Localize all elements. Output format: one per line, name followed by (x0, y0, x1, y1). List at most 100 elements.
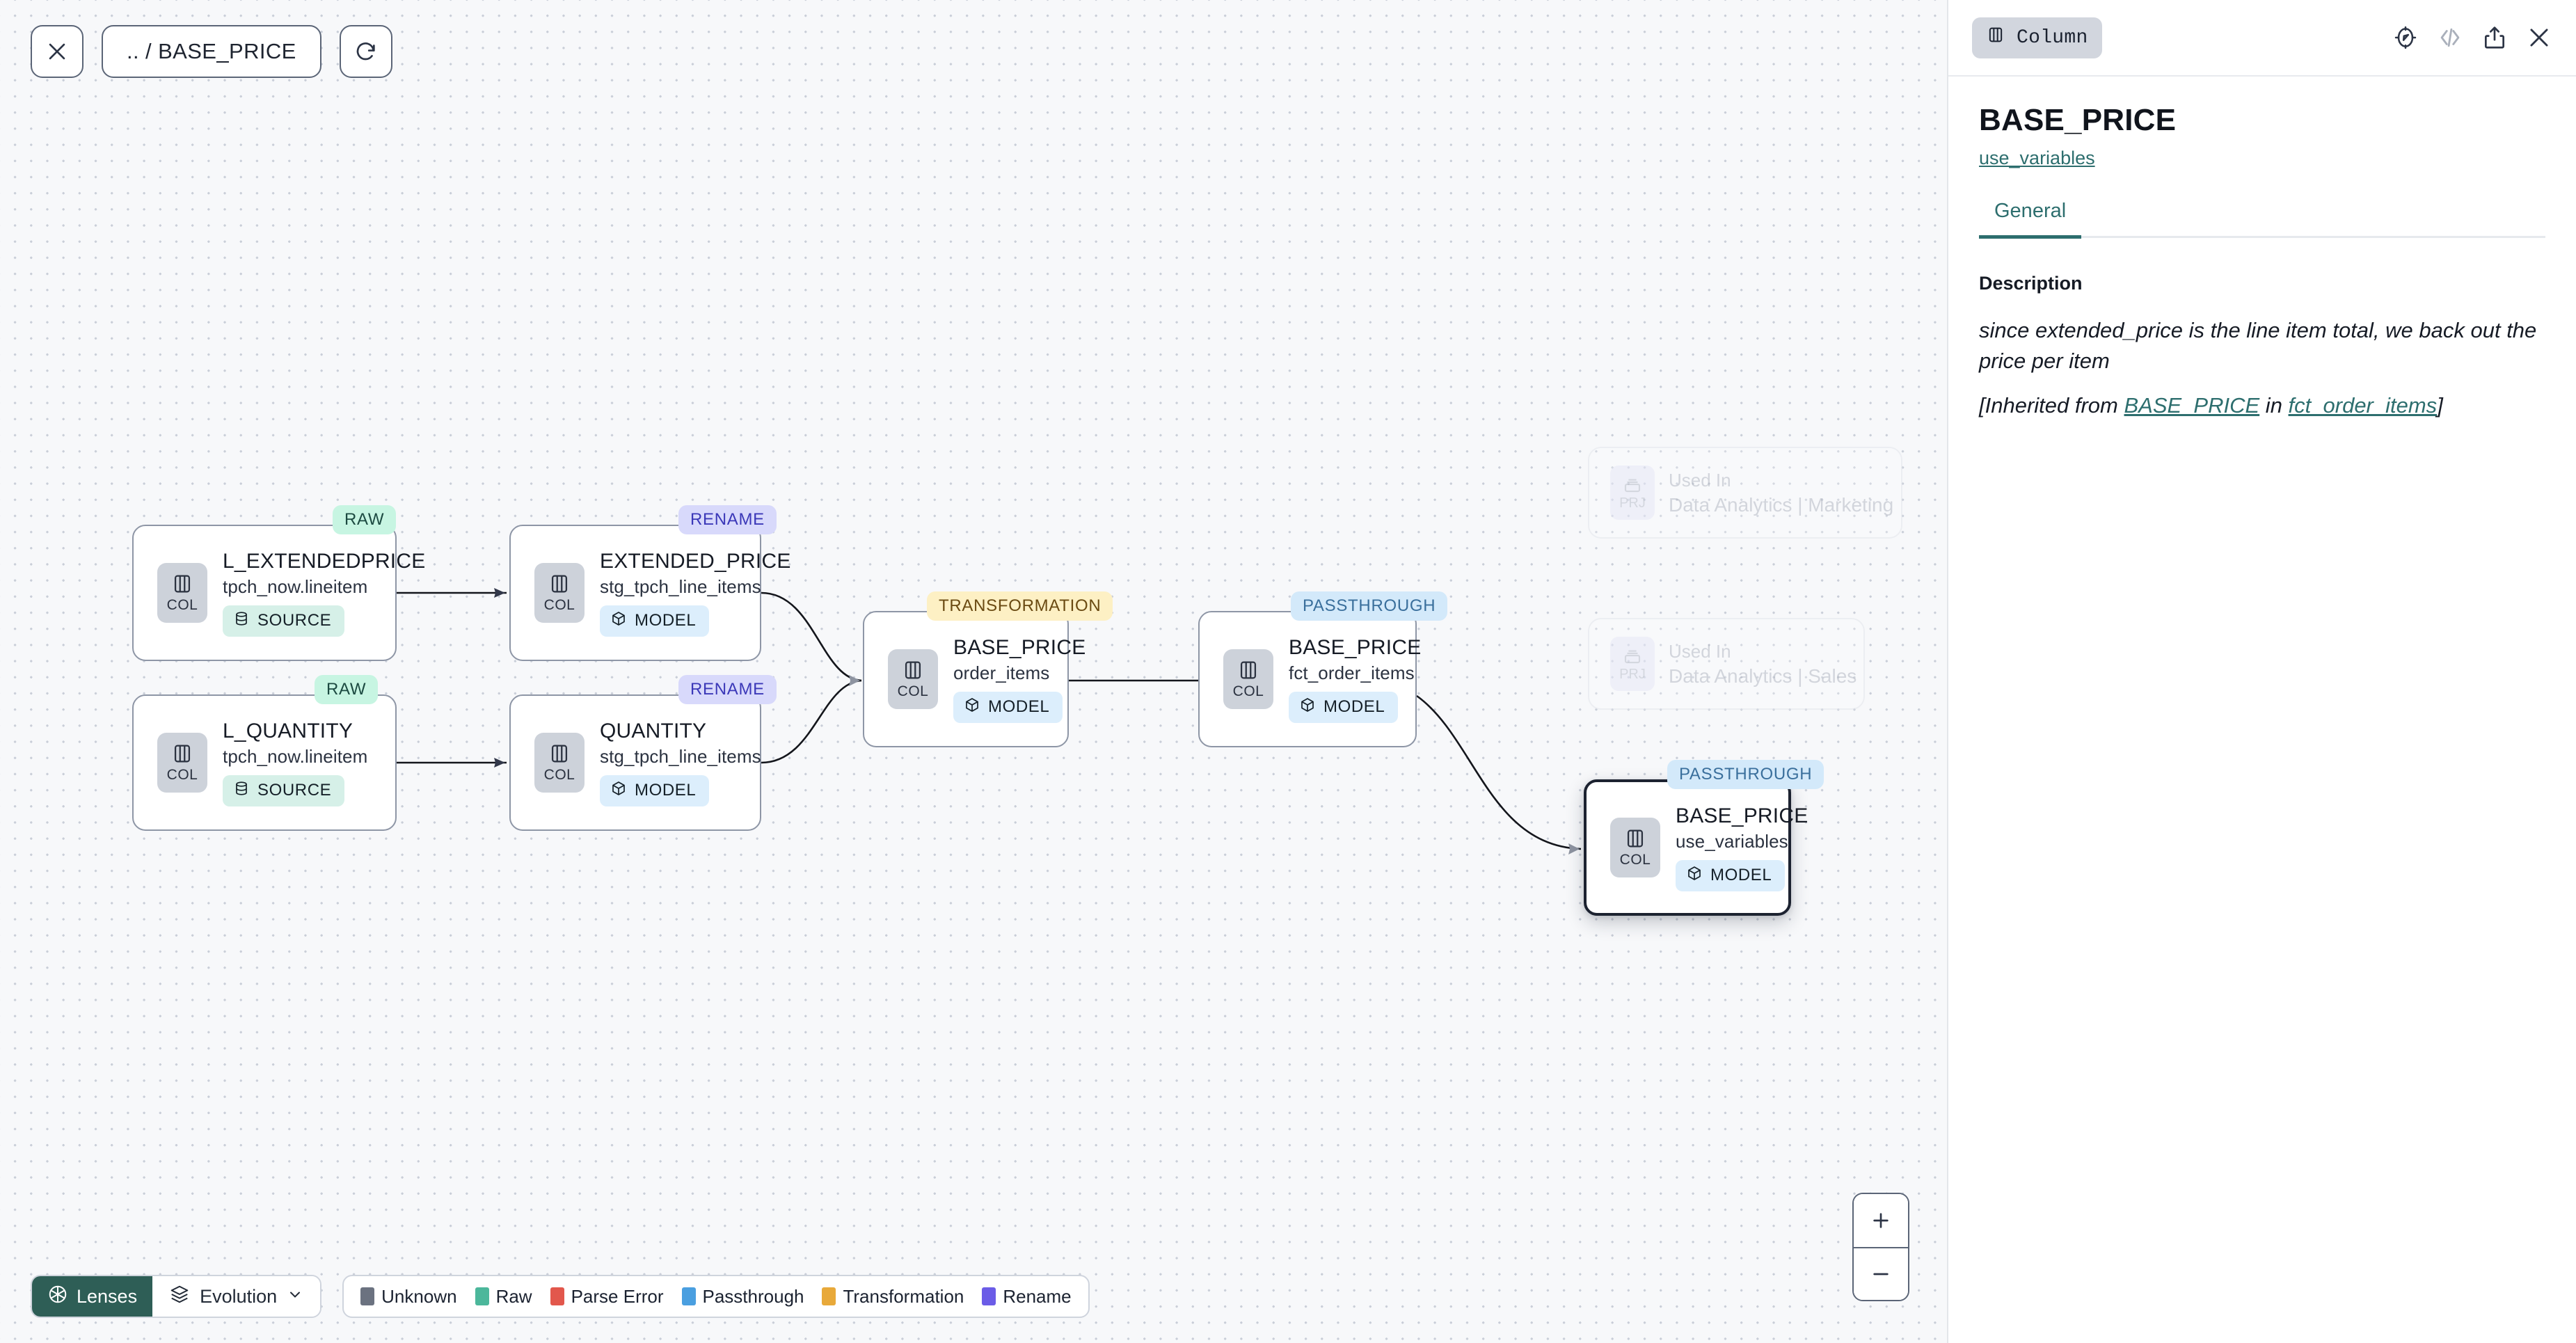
parent-model-link[interactable]: use_variables (1979, 148, 2095, 168)
page-title: BASE_PRICE (1979, 103, 2177, 137)
node-tag-raw: RAW (315, 675, 379, 704)
tab-general[interactable]: General (1979, 200, 2082, 239)
arrowhead-ep (494, 588, 505, 598)
used-in-target: Data Analytics | Sales (1669, 665, 1857, 687)
legend-item-rename: Rename (982, 1285, 1072, 1308)
database-icon (233, 780, 250, 802)
legend-swatch (550, 1287, 564, 1305)
cube-icon (610, 610, 627, 632)
node-badge-model: MODEL (953, 691, 1063, 723)
inherited-column-link[interactable]: BASE_PRICE (2124, 393, 2260, 418)
graph-node-base-price-use-variables[interactable]: COL BASE_PRICE use_variables MODEL (1584, 779, 1808, 916)
legend-swatch (822, 1287, 836, 1305)
column-icon-label: COL (166, 597, 198, 613)
node-badge-label: MODEL (635, 781, 697, 800)
project-icon-label: PRJ (1619, 667, 1646, 682)
column-icon: COL (1223, 649, 1273, 709)
node-badge-model: MODEL (600, 774, 710, 806)
used-in-node-marketing[interactable]: PRJ Used In Data Analytics | Marketing (1588, 447, 1902, 539)
node-subtitle: use_variables (1676, 830, 1788, 852)
canvas-toolbar: .. / BASE_PRICE (31, 25, 392, 78)
panel-tabs: General (1979, 200, 2545, 239)
node-badge-model: MODEL (600, 605, 710, 637)
evolution-label: Evolution (200, 1285, 278, 1307)
graph-node-quantity[interactable]: COL QUANTITY stg_tpch_line_items MODEL (509, 694, 761, 831)
legend-item-transformation: Transformation (822, 1286, 964, 1308)
used-in-target: Data Analytics | Marketing (1669, 493, 1894, 516)
close-icon (45, 40, 69, 63)
graph-node-base-price-order-items[interactable]: COL BASE_PRICE order_items MODEL (863, 611, 1086, 747)
inherited-note: [Inherited from BASE_PRICE in fct_order_… (1979, 393, 2545, 418)
node-subtitle: tpch_now.lineitem (223, 745, 368, 767)
zoom-controls (1852, 1193, 1909, 1301)
cube-icon (1686, 865, 1703, 887)
inherited-suffix: ] (2437, 393, 2443, 418)
legend-label: Rename (1003, 1285, 1072, 1307)
legend-swatch (982, 1287, 996, 1305)
cube-icon (610, 780, 627, 802)
refresh-button[interactable] (339, 25, 392, 78)
zoom-in-button[interactable] (1854, 1194, 1908, 1247)
legend-swatch (475, 1287, 489, 1305)
node-badge-label: SOURCE (257, 611, 332, 630)
node-tag-rename: RENAME (678, 675, 777, 704)
node-badge-model: MODEL (1289, 691, 1399, 723)
column-icon-label: COL (897, 683, 929, 699)
graph-node-l-quantity[interactable]: COL L_QUANTITY tpch_now.lineitem SOURCE (132, 694, 397, 831)
used-in-label: Used In (1669, 469, 1731, 491)
edge-fct-uv (1416, 694, 1582, 850)
graph-node-extended-price[interactable]: COL EXTENDED_PRICE stg_tpch_line_items M… (509, 525, 790, 661)
close-canvas-button[interactable] (31, 25, 84, 78)
lenses-button[interactable]: Lenses (32, 1276, 153, 1317)
column-icon: COL (157, 733, 207, 793)
graph-node-base-price-fct-order-items[interactable]: COL BASE_PRICE fct_order_items MODEL (1198, 611, 1421, 747)
used-in-node-sales[interactable]: PRJ Used In Data Analytics | Sales (1588, 618, 1865, 710)
node-subtitle: fct_order_items (1289, 662, 1415, 683)
code-icon[interactable] (2437, 24, 2463, 51)
evolution-dropdown[interactable]: Evolution (152, 1276, 321, 1317)
compass-icon[interactable] (2392, 24, 2419, 51)
node-badge-label: MODEL (1323, 697, 1385, 717)
breadcrumb-button[interactable]: .. / BASE_PRICE (102, 25, 321, 78)
node-title: QUANTITY (600, 720, 707, 743)
edge-q-bp (761, 679, 862, 764)
node-tag-transformation: TRANSFORMATION (927, 591, 1113, 621)
node-badge-source: SOURCE (223, 774, 345, 806)
inherited-prefix: [Inherited from (1979, 393, 2124, 418)
lineage-canvas[interactable]: .. / BASE_PRICE PRJ Used In (0, 0, 1947, 1343)
description-text: since extended_price is the line item to… (1979, 318, 2537, 374)
column-icon-label: COL (1619, 852, 1651, 868)
share-icon[interactable] (2481, 24, 2508, 51)
column-icon-label: COL (166, 767, 198, 783)
legend-item-parse-error: Parse Error (550, 1286, 664, 1308)
layers-icon (169, 1284, 190, 1310)
node-subtitle: stg_tpch_line_items (600, 745, 761, 767)
refresh-icon (354, 40, 378, 63)
node-tag-passthrough: PASSTHROUGH (1291, 591, 1448, 621)
close-panel-icon[interactable] (2526, 24, 2552, 51)
column-icon: COL (534, 733, 585, 793)
entity-type-label: Column (2017, 26, 2088, 49)
column-icon-label: COL (543, 767, 575, 783)
legend-label: Transformation (843, 1285, 964, 1307)
edge-ep-bp (761, 591, 862, 682)
node-badge-model: MODEL (1676, 859, 1786, 891)
node-title: BASE_PRICE (1289, 636, 1422, 660)
details-panel-body: BASE_PRICE use_variables General Descrip… (1948, 77, 2576, 418)
zoom-out-button[interactable] (1854, 1247, 1908, 1300)
entity-type-badge: Column (1972, 17, 2102, 58)
database-icon (233, 610, 250, 632)
aperture-icon (47, 1284, 68, 1310)
node-badge-source: SOURCE (223, 605, 345, 637)
cube-icon (1299, 697, 1316, 718)
used-in-label: Used In (1669, 640, 1731, 662)
column-icon: COL (888, 649, 938, 709)
panel-header-actions (2392, 24, 2552, 51)
graph-node-l-extendedprice[interactable]: COL L_EXTENDEDPRICE tpch_now.lineitem SO… (132, 525, 425, 661)
inherited-model-link[interactable]: fct_order_items (2288, 393, 2438, 418)
legend-label: Parse Error (571, 1285, 664, 1307)
column-icon (1986, 25, 2005, 51)
column-icon-label: COL (543, 597, 575, 613)
canvas-bottom-bar: Lenses Evolution (31, 1275, 1090, 1318)
node-tag-raw: RAW (333, 505, 397, 534)
